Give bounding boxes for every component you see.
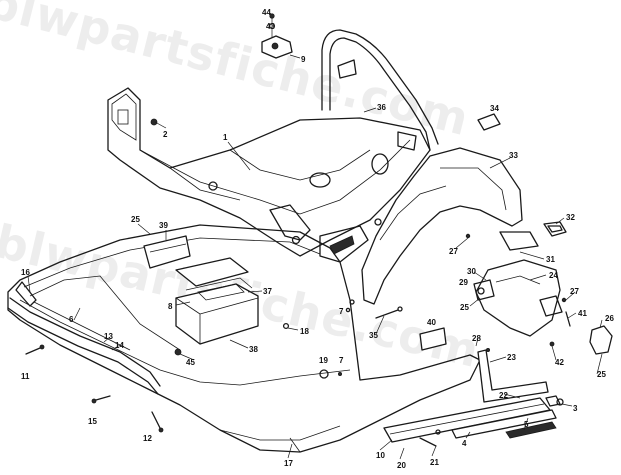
callout-25a: 25: [131, 215, 140, 224]
callout-32: 32: [566, 213, 575, 222]
callout-42: 42: [555, 358, 564, 367]
callout-22: 22: [499, 391, 508, 400]
callout-4: 4: [462, 439, 467, 448]
callout-16: 16: [21, 268, 30, 277]
callout-24: 24: [549, 271, 558, 280]
steering-hoop: [321, 29, 439, 151]
callout-34: 34: [490, 104, 499, 113]
grab-handle: [543, 221, 567, 237]
callout-8: 8: [168, 302, 173, 311]
callout-25c: 25: [597, 370, 606, 379]
right-side-panel: [473, 231, 563, 337]
callout-43: 43: [266, 22, 275, 31]
running-board: [383, 395, 561, 443]
leader-lines: [27, 54, 603, 460]
callout-35: 35: [369, 331, 378, 340]
callout-18: 18: [300, 327, 309, 336]
callout-26: 26: [605, 314, 614, 323]
callout-21: 21: [430, 458, 439, 467]
callout-31: 31: [546, 255, 555, 264]
belly-pan: [7, 224, 481, 453]
callout-23: 23: [507, 353, 516, 362]
main-frame: [107, 87, 431, 263]
callout-14: 14: [115, 341, 124, 350]
callout-20: 20: [397, 461, 406, 470]
callout-1: 1: [223, 133, 228, 142]
callout-9: 9: [301, 55, 306, 64]
callout-7b: 7: [339, 356, 344, 365]
callout-15: 15: [88, 417, 97, 426]
callout-13: 13: [104, 332, 113, 341]
callout-25b: 25: [460, 303, 469, 312]
callout-40: 40: [427, 318, 436, 327]
callout-12: 12: [143, 434, 152, 443]
front-bumper: [7, 281, 161, 395]
callout-38: 38: [249, 345, 258, 354]
callout-5: 5: [524, 420, 529, 429]
callout-19: 19: [319, 356, 328, 365]
callout-36: 36: [377, 103, 386, 112]
callout-28: 28: [472, 334, 481, 343]
seat-pad: [143, 235, 191, 269]
callout-17: 17: [284, 459, 293, 468]
callout-44: 44: [262, 8, 271, 17]
callout-3: 3: [573, 404, 578, 413]
callout-27b: 27: [570, 287, 579, 296]
callout-27a: 27: [449, 247, 458, 256]
callout-39: 39: [159, 221, 168, 230]
callout-30: 30: [467, 267, 476, 276]
callout-41: 41: [578, 309, 587, 318]
side-fender: [361, 147, 523, 305]
callout-2: 2: [163, 130, 168, 139]
callout-37: 37: [263, 287, 272, 296]
battery-box: [175, 257, 259, 345]
decal-pad: [477, 113, 501, 131]
floor-pad: [419, 327, 447, 351]
fasteners: [25, 118, 571, 447]
callout-6: 6: [69, 315, 74, 324]
callout-33: 33: [509, 151, 518, 160]
callout-10: 10: [376, 451, 385, 460]
mount-bracket: [261, 13, 293, 59]
callout-7a: 7: [339, 307, 344, 316]
callout-29: 29: [459, 278, 468, 287]
rear-bracket: [589, 325, 613, 355]
callout-45: 45: [186, 358, 195, 367]
callout-11: 11: [21, 372, 30, 381]
